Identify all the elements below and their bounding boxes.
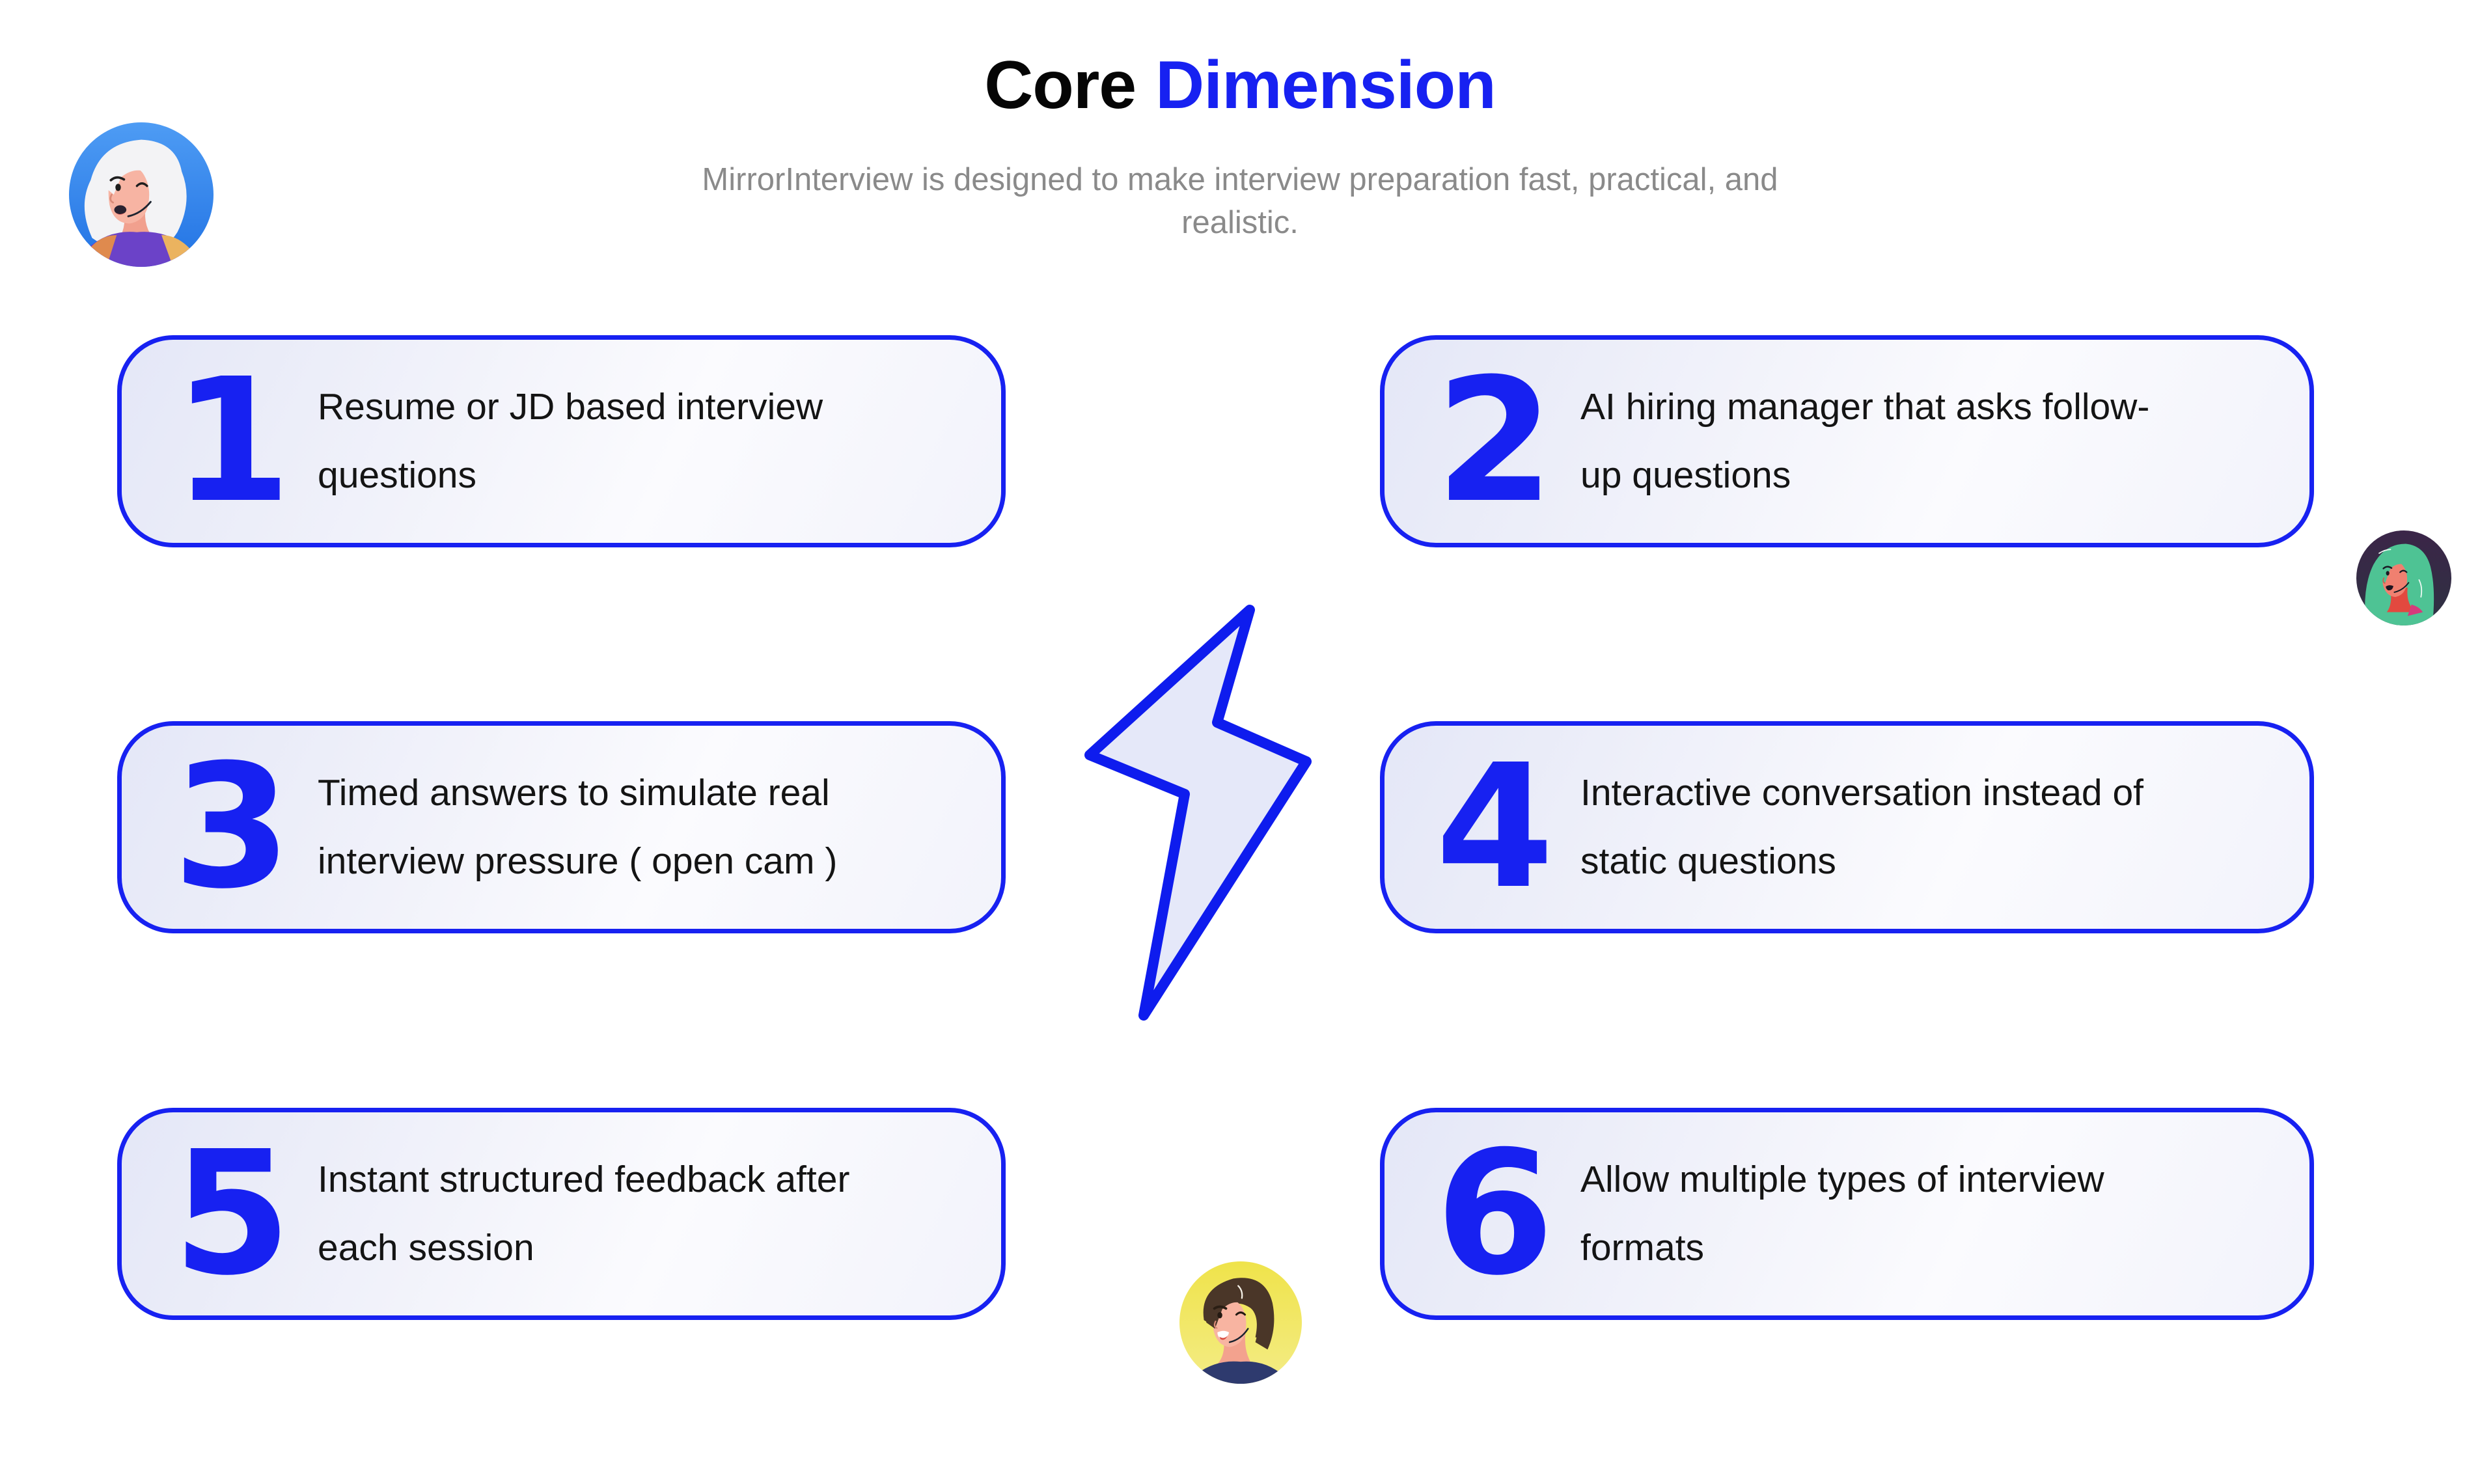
card-text: Resume or JD based interview questions (302, 373, 1001, 510)
avatar-white-hair-woman (69, 122, 214, 267)
avatar-green-hair-woman (2356, 530, 2451, 625)
subtitle-line-1: MirrorInterview is designed to make inte… (702, 162, 1778, 197)
card-number: 3 (172, 728, 292, 926)
card-text-line: interview pressure ( open cam ) (318, 840, 838, 882)
lightning-bolt-icon (1084, 605, 1312, 1021)
card-text: Instant structured feedback after each s… (302, 1146, 1001, 1283)
feature-card-1: 1 Resume or JD based interview questions (117, 335, 1006, 547)
card-text: AI hiring manager that asks follow- up q… (1565, 373, 2309, 510)
card-text-line: formats (1580, 1227, 1705, 1269)
card-text-line: Resume or JD based interview (318, 385, 823, 428)
card-text-line: static questions (1580, 840, 1836, 882)
card-text-line: AI hiring manager that asks follow- (1580, 385, 2150, 428)
subtitle-line-2: realistic. (1181, 204, 1299, 240)
card-text-line: questions (318, 454, 477, 496)
card-text-line: Instant structured feedback after (318, 1158, 850, 1200)
avatar-white-hair-woman-illustration (69, 122, 214, 267)
feature-card-5: 5 Instant structured feedback after each… (117, 1108, 1006, 1320)
card-number: 2 (1435, 342, 1554, 540)
avatar-green-hair-woman-illustration (2356, 530, 2451, 625)
card-text-line: Timed answers to simulate real (318, 771, 830, 814)
feature-card-6: 6 Allow multiple types of interview form… (1380, 1108, 2314, 1320)
avatar-brown-hair-man (1179, 1261, 1302, 1384)
page-subtitle: MirrorInterview is designed to make inte… (0, 159, 2480, 244)
feature-card-4: 4 Interactive conversation instead of st… (1380, 721, 2314, 933)
page-title-dimension: Dimension (1155, 48, 1496, 123)
card-number: 6 (1435, 1114, 1554, 1313)
card-text: Allow multiple types of interview format… (1565, 1146, 2309, 1283)
card-text-line: Interactive conversation instead of (1580, 771, 2143, 814)
page-title-core: Core (984, 48, 1137, 123)
card-number: 4 (1435, 728, 1554, 926)
card-text: Interactive conversation instead of stat… (1565, 759, 2309, 896)
card-text: Timed answers to simulate real interview… (302, 759, 1001, 896)
card-text-line: Allow multiple types of interview (1580, 1158, 2104, 1200)
card-number: 1 (172, 342, 292, 540)
feature-card-3: 3 Timed answers to simulate real intervi… (117, 721, 1006, 933)
card-text-line: each session (318, 1227, 534, 1269)
feature-card-2: 2 AI hiring manager that asks follow- up… (1380, 335, 2314, 547)
avatar-brown-hair-man-illustration (1179, 1261, 1302, 1384)
card-text-line: up questions (1580, 454, 1791, 496)
card-number: 5 (172, 1114, 292, 1313)
